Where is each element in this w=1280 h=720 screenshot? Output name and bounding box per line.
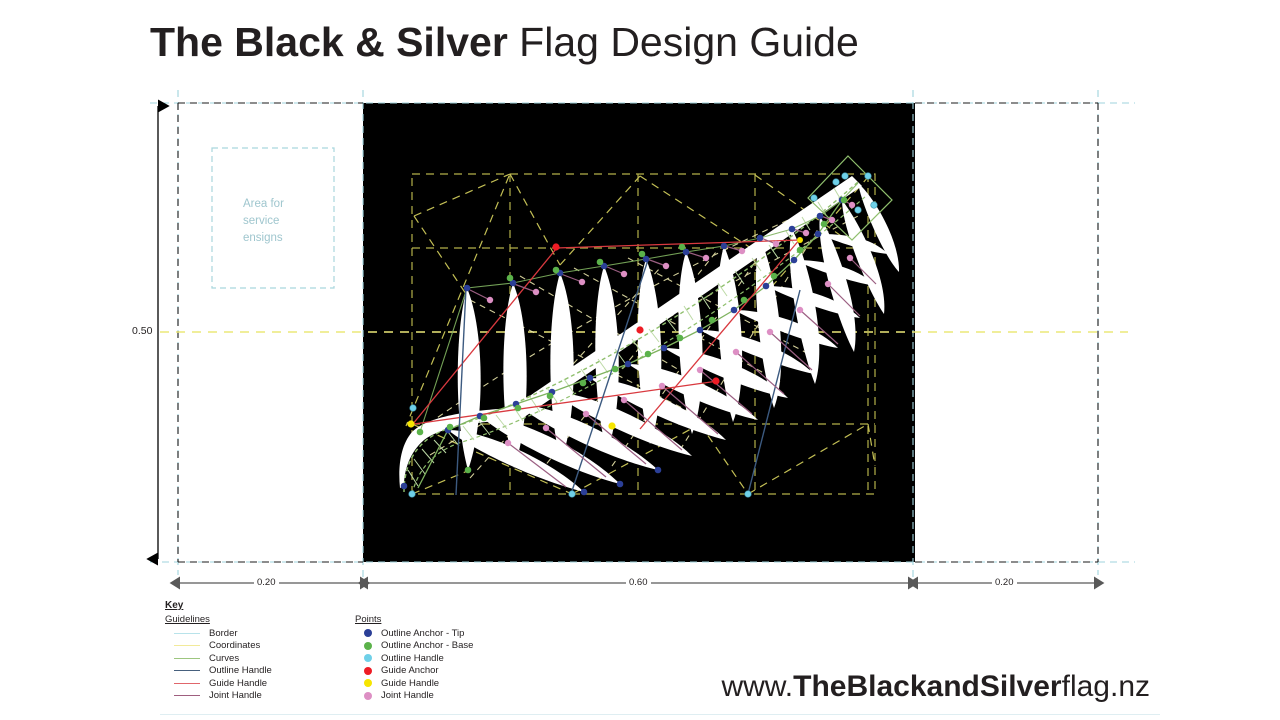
dot-swatch-guide-handle-icon bbox=[355, 679, 381, 688]
key-label-point-outline-anchor-tip: Outline Anchor - Tip bbox=[381, 627, 465, 639]
tip-construction-box bbox=[807, 155, 893, 241]
dimension-label-center: 0.60 bbox=[626, 577, 651, 588]
website-url[interactable]: www.TheBlackandSilverflag.nz bbox=[721, 670, 1150, 704]
key-column-points: Points Outline Anchor - Tip Outline Anch… bbox=[355, 614, 525, 702]
key-label-border: Border bbox=[209, 627, 238, 639]
key-row-point-outline-anchor-base: Outline Anchor - Base bbox=[355, 640, 525, 653]
outline-handle-points bbox=[408, 172, 878, 498]
service-ensign-line-3: ensigns bbox=[243, 232, 283, 244]
line-swatch-coordinates-icon bbox=[165, 645, 209, 647]
key-label-point-guide-anchor: Guide Anchor bbox=[381, 665, 439, 677]
key-row-guide-handle: Guide Handle bbox=[165, 677, 335, 690]
key-label-point-guide-handle: Guide Handle bbox=[381, 677, 440, 689]
service-ensign-area-box bbox=[211, 147, 335, 289]
key-row-point-guide-anchor: Guide Anchor bbox=[355, 665, 525, 678]
outline-handle-lines bbox=[455, 259, 801, 496]
key-label-point-outline-anchor-base: Outline Anchor - Base bbox=[381, 640, 474, 652]
line-swatch-curves-icon bbox=[165, 657, 209, 659]
key-label-point-outline-handle: Outline Handle bbox=[381, 652, 444, 664]
key-row-point-outline-handle: Outline Handle bbox=[355, 652, 525, 665]
page-title-light: Flag Design Guide bbox=[507, 19, 859, 65]
key-legend: Key Guidelines Border Coordinates Curves bbox=[165, 600, 525, 702]
page-title-bold: The Black & Silver bbox=[150, 19, 508, 65]
key-title: Key bbox=[165, 600, 184, 611]
key-label-curves: Curves bbox=[209, 652, 240, 664]
line-swatch-guide-handle-icon bbox=[165, 682, 209, 684]
outline-anchor-base-points bbox=[416, 196, 848, 474]
website-bold: TheBlackandSilver bbox=[793, 670, 1062, 703]
key-row-point-guide-handle: Guide Handle bbox=[355, 677, 525, 690]
key-row-border: Border bbox=[165, 627, 335, 640]
line-swatch-border-icon bbox=[165, 632, 209, 634]
dot-swatch-guide-anchor-icon bbox=[355, 666, 381, 675]
dot-swatch-outline-handle-icon bbox=[355, 654, 381, 663]
key-label-guide-handle: Guide Handle bbox=[209, 677, 268, 689]
dimension-label-right: 0.20 bbox=[992, 577, 1017, 588]
dot-swatch-joint-handle-icon bbox=[355, 691, 381, 700]
service-ensign-area-label: Area for service ensigns bbox=[243, 196, 284, 247]
joint-handle-points bbox=[486, 201, 856, 447]
service-ensign-line-1: Area for bbox=[243, 198, 284, 210]
key-row-joint-handle: Joint Handle bbox=[165, 690, 335, 703]
vertical-dimension-label: 0.50 bbox=[130, 325, 155, 337]
website-suffix: flag.nz bbox=[1061, 670, 1150, 703]
guide-anchor-points bbox=[552, 243, 720, 385]
key-row-outline-handle: Outline Handle bbox=[165, 665, 335, 678]
footer-divider bbox=[160, 714, 1160, 715]
dot-swatch-outline-anchor-tip-icon bbox=[355, 629, 381, 638]
key-column-guidelines: Guidelines Border Coordinates Curves Out… bbox=[165, 614, 335, 702]
key-row-coordinates: Coordinates bbox=[165, 640, 335, 653]
key-label-coordinates: Coordinates bbox=[209, 640, 261, 652]
fern-lower-leaflets bbox=[448, 234, 888, 492]
website-prefix: www. bbox=[721, 670, 794, 703]
key-points-heading: Points bbox=[355, 614, 382, 625]
key-row-curves: Curves bbox=[165, 652, 335, 665]
guide-handle-lines bbox=[411, 238, 801, 430]
flag-construction-diagram: 0.50 0.20 0.60 0.20 Area for service ens… bbox=[130, 90, 1135, 590]
service-ensign-line-2: service bbox=[243, 215, 280, 227]
line-swatch-outline-handle-icon bbox=[165, 670, 209, 672]
outline-anchor-tip-points bbox=[400, 196, 846, 496]
dimension-label-left: 0.20 bbox=[254, 577, 279, 588]
guide-handle-points bbox=[407, 237, 803, 430]
key-label-point-joint-handle: Joint Handle bbox=[381, 690, 434, 702]
key-label-outline-handle: Outline Handle bbox=[209, 665, 272, 677]
key-guidelines-heading: Guidelines bbox=[165, 614, 210, 625]
key-label-joint-handle: Joint Handle bbox=[209, 690, 262, 702]
line-swatch-joint-handle-icon bbox=[165, 695, 209, 697]
key-row-point-outline-anchor-tip: Outline Anchor - Tip bbox=[355, 627, 525, 640]
page-title: The Black & Silver Flag Design Guide bbox=[150, 18, 859, 66]
key-row-point-joint-handle: Joint Handle bbox=[355, 690, 525, 703]
dot-swatch-outline-anchor-base-icon bbox=[355, 641, 381, 650]
